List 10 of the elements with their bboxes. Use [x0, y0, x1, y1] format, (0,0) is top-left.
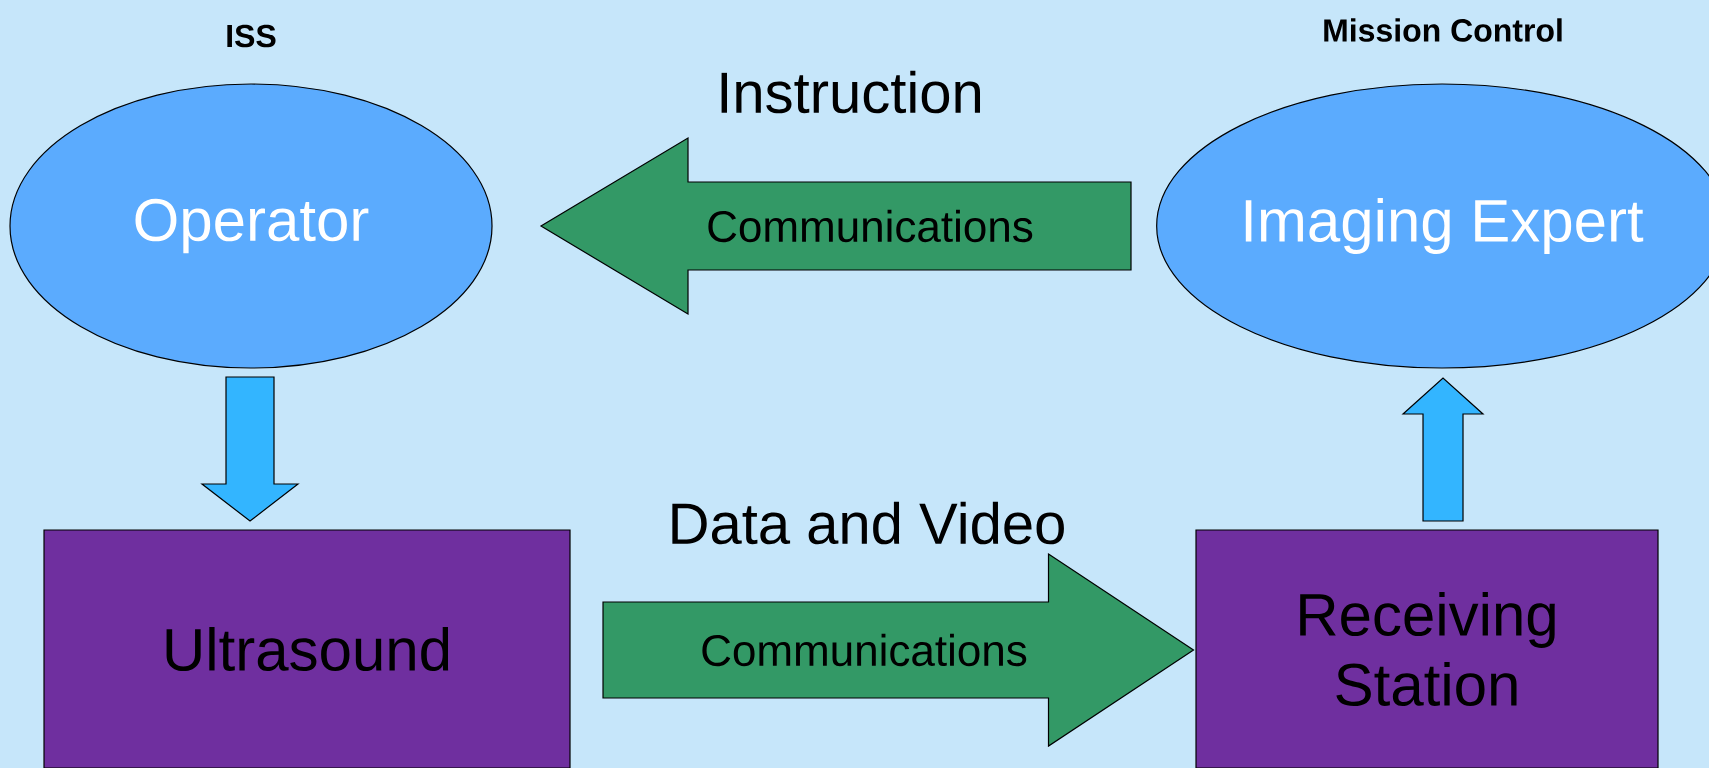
caption-text: Instruction: [721, 70, 980, 114]
ellipse-node: Imaging Expert: [1156, 83, 1709, 369]
heading: Mission Control: [1324, 18, 1562, 42]
heading: ISS: [227, 24, 276, 48]
edge-label: Communications: [708, 209, 1033, 243]
ellipse-node: Operator: [9, 83, 493, 369]
process-box: Receiving Station: [1195, 529, 1659, 768]
process-box: Ultrasound: [43, 529, 571, 768]
edge-label: Communications: [702, 633, 1027, 667]
caption-text: Data and Video: [672, 501, 1064, 545]
